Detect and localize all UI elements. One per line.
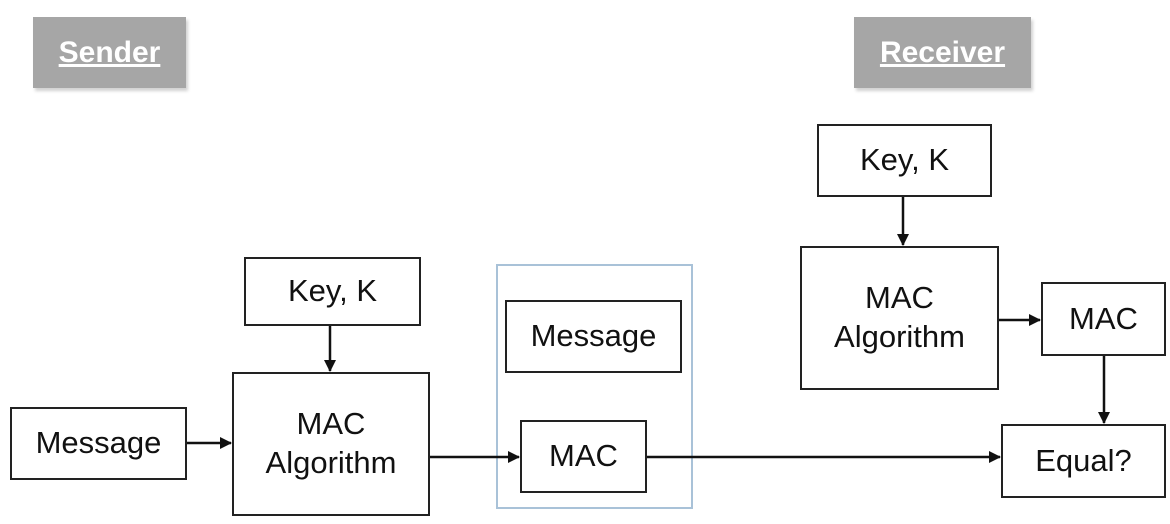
receiver-algorithm-line2: Algorithm [834, 319, 965, 354]
receiver-mac-box: MAC [1041, 282, 1166, 356]
sender-algorithm-line2: Algorithm [265, 445, 397, 480]
sender-key-box: Key, K [244, 257, 421, 326]
equal-check-box: Equal? [1001, 424, 1166, 498]
transmitted-mac-box: MAC [520, 420, 647, 493]
transmitted-packet [496, 264, 693, 509]
sender-message-box: Message [10, 407, 187, 480]
sender-algorithm-line1: MAC [296, 406, 366, 442]
receiver-label: Receiver [854, 17, 1031, 88]
receiver-mac-algorithm-box: MAC Algorithm [800, 246, 999, 390]
receiver-algorithm-line1: MAC [865, 280, 934, 316]
transmitted-message-box: Message [505, 300, 682, 373]
receiver-key-box: Key, K [817, 124, 992, 197]
sender-mac-algorithm-box: MAC Algorithm [232, 372, 430, 516]
sender-label: Sender [33, 17, 186, 88]
